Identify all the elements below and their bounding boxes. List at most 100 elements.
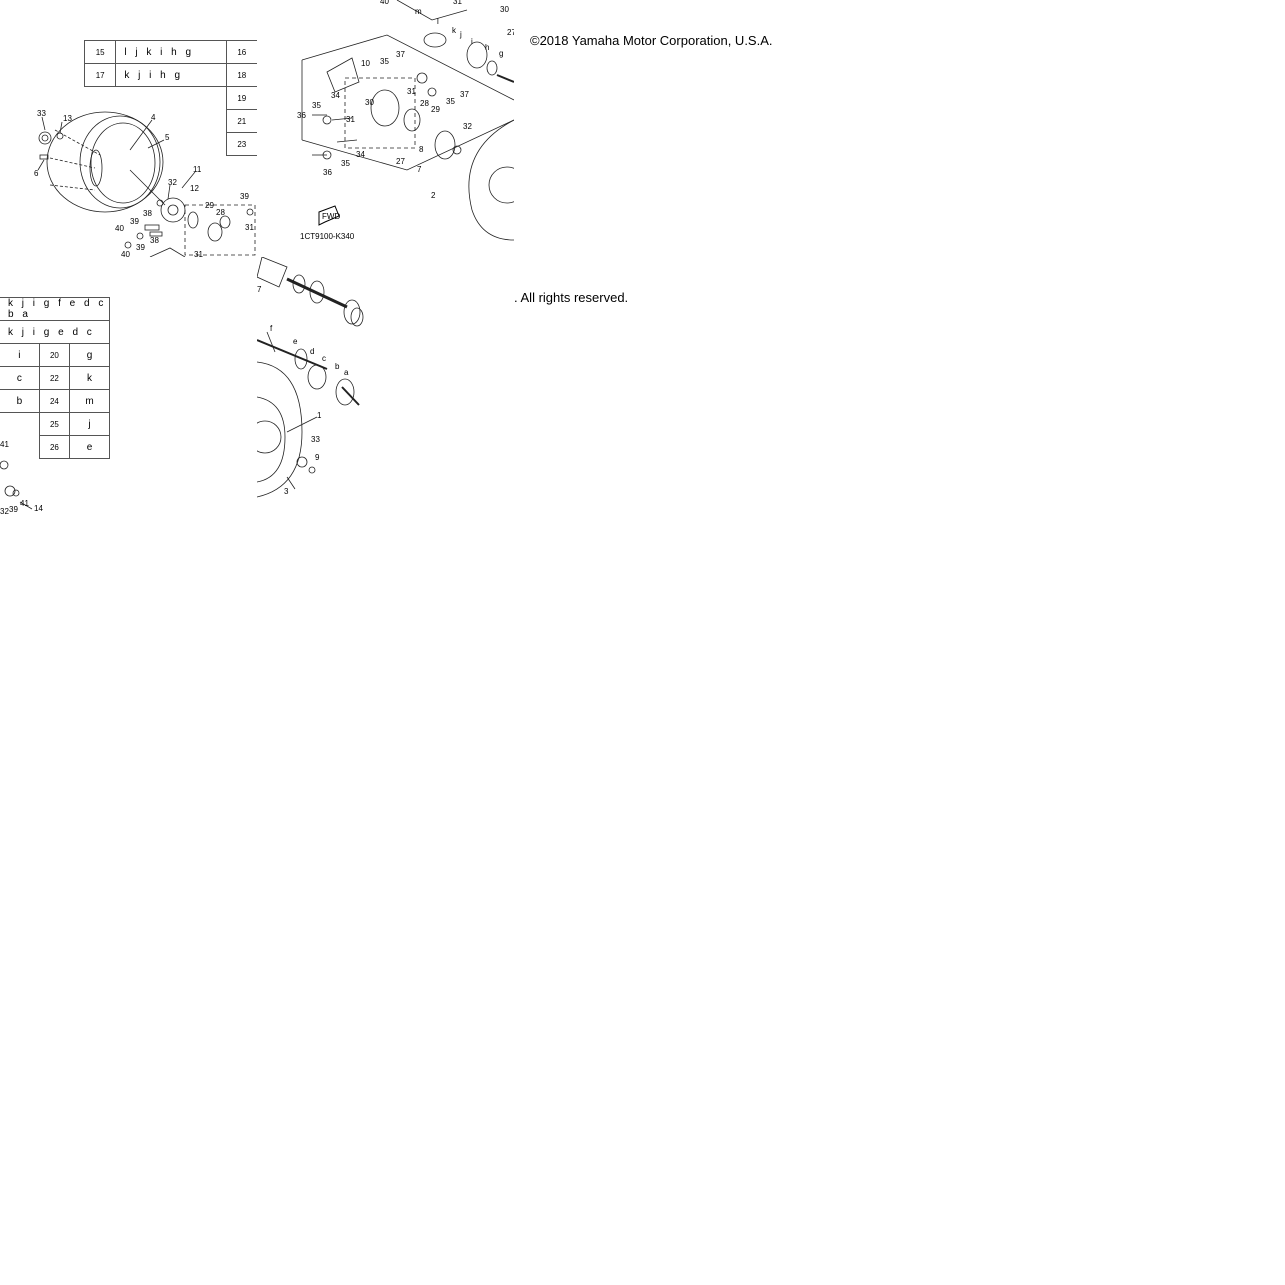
diagram-code: 1CT9100-K340 xyxy=(300,232,355,241)
callout-label: 11 xyxy=(193,165,202,174)
table-cell-number: 21 xyxy=(225,109,257,133)
table-cell-number: 17 xyxy=(83,63,117,87)
callout-label: 31 xyxy=(453,0,462,6)
copyright-text-rights: . All rights reserved. xyxy=(514,290,629,305)
table-cell-number: 23 xyxy=(225,132,257,156)
callout-label: i xyxy=(471,37,473,46)
callout-label: g xyxy=(499,49,503,58)
callout-label: a xyxy=(344,368,349,377)
callout-label: 8 xyxy=(419,145,424,154)
table-cell-letter: k xyxy=(69,366,110,390)
callout-label: 28 xyxy=(216,208,225,217)
callout-label: 33 xyxy=(37,109,46,118)
callout-label: 39 xyxy=(130,217,139,226)
knuckle-drawing: FWD 1CT9100-K340 40 m l k j i h g 31 30 … xyxy=(297,0,514,241)
callout-label: m xyxy=(415,7,422,16)
front-wheel-drawing: 33 13 4 5 6 11 12 32 39 29 28 38 38 39 4… xyxy=(34,109,256,257)
callout-label: 35 xyxy=(312,101,321,110)
callout-label: 1 xyxy=(317,411,322,420)
callout-label: d xyxy=(310,347,314,356)
callout-label: f xyxy=(270,324,273,333)
table-cell-letter: g xyxy=(69,343,110,367)
table-cell-letter: c xyxy=(0,366,40,390)
table-cell-number: 20 xyxy=(38,343,71,367)
callout-label: 40 xyxy=(115,224,124,233)
callout-label: b xyxy=(335,362,340,371)
diagram-tile-driveshaft: 7 f e d c b a 1 33 9 3 xyxy=(257,257,514,514)
tire-outline xyxy=(46,111,164,213)
diagram-tile-front-wheel: 15 l j k i h g 16 17 k j i h g 18 19 21 … xyxy=(0,0,257,257)
table-cell-number: 19 xyxy=(225,86,257,110)
callout-label: h xyxy=(485,43,489,52)
callout-label: 30 xyxy=(500,5,509,14)
callout-label: 5 xyxy=(165,133,170,142)
callout-label: 32 xyxy=(463,122,472,131)
table-cell-number: 24 xyxy=(38,389,71,413)
svg-text:FWD: FWD xyxy=(322,212,340,221)
callout-label: 39 xyxy=(9,505,18,514)
callout-label: 30 xyxy=(365,98,374,107)
table-cell-number: 26 xyxy=(38,435,71,459)
table-cell-letter: b xyxy=(0,389,40,413)
callout-label: 33 xyxy=(311,435,320,444)
callout-label: j xyxy=(459,30,462,39)
copyright-text: ©2018 Yamaha Motor Corporation, U.S.A. xyxy=(530,33,773,48)
callout-label: 37 xyxy=(396,50,405,59)
callout-label: 28 xyxy=(420,99,429,108)
table-cell-letter: m xyxy=(69,389,110,413)
callout-label: 2 xyxy=(431,191,436,200)
callout-label: 36 xyxy=(323,168,332,177)
callout-label: 29 xyxy=(205,201,214,210)
callout-label: 29 xyxy=(431,105,440,114)
callout-label: 12 xyxy=(190,184,199,193)
callout-label: 27 xyxy=(396,157,405,166)
fwd-arrow-icon: FWD xyxy=(318,205,340,226)
callout-label: 4 xyxy=(151,113,156,122)
callout-label: 35 xyxy=(341,159,350,168)
callout-labels: 33 13 4 5 6 11 12 32 39 29 28 38 38 39 4… xyxy=(34,109,254,257)
callout-label: 40 xyxy=(380,0,389,6)
table-cell-number: 22 xyxy=(38,366,71,390)
table-cell-letters: k j i h g xyxy=(115,63,227,87)
callout-label: 39 xyxy=(240,192,249,201)
parts-table-top: 15 l j k i h g 16 17 k j i h g 18 19 21 … xyxy=(83,40,257,156)
table-cell-letter: e xyxy=(69,435,110,459)
callout-label: 31 xyxy=(407,87,416,96)
callout-label: 31 xyxy=(346,115,355,124)
parts-table-left: k j i g f e d c b a k j i g e d c i 20 g… xyxy=(0,297,110,459)
callout-label: 40 xyxy=(121,250,130,257)
callout-label: c xyxy=(322,354,326,363)
callout-label: 3 xyxy=(284,487,289,496)
table-cell-letters: k j i g e d c xyxy=(0,320,110,344)
driveshaft-drawing: 7 f e d c b a 1 33 9 3 xyxy=(257,257,364,498)
callout-label: 39 xyxy=(136,243,145,252)
callout-label: 13 xyxy=(63,114,72,123)
callout-label: 34 xyxy=(356,150,365,159)
table-cell-number: 15 xyxy=(83,40,117,64)
table-cell-letter: j xyxy=(69,412,110,436)
table-cell-number: 25 xyxy=(38,412,71,436)
callout-label: 36 xyxy=(297,111,306,120)
callout-label: 37 xyxy=(460,90,469,99)
callout-label: 10 xyxy=(361,59,370,68)
callout-label: 9 xyxy=(315,453,320,462)
callout-label: 41 xyxy=(20,499,29,508)
diagram-tile-left-table: k j i g f e d c b a k j i g e d c i 20 g… xyxy=(0,257,257,514)
callout-label: e xyxy=(293,337,298,346)
diagram-tile-knuckle: FWD 1CT9100-K340 40 m l k j i h g 31 30 … xyxy=(257,0,514,257)
callout-label: 6 xyxy=(34,169,39,178)
callout-label: 14 xyxy=(34,504,43,513)
callout-label: k xyxy=(452,26,457,35)
callout-label: 32 xyxy=(0,507,9,514)
callout-label: 38 xyxy=(150,236,159,245)
table-cell-letter: i xyxy=(0,343,40,367)
table-cell-number: 18 xyxy=(225,63,257,87)
callout-label: 27 xyxy=(507,28,514,37)
callout-label: 7 xyxy=(417,165,422,174)
callout-label: l xyxy=(437,17,439,26)
callout-label: 32 xyxy=(168,178,177,187)
callout-label: 31 xyxy=(194,250,203,257)
callout-label: 35 xyxy=(446,97,455,106)
callout-label: 7 xyxy=(257,285,262,294)
table-cell-letters: k j i g f e d c b a xyxy=(0,297,110,321)
